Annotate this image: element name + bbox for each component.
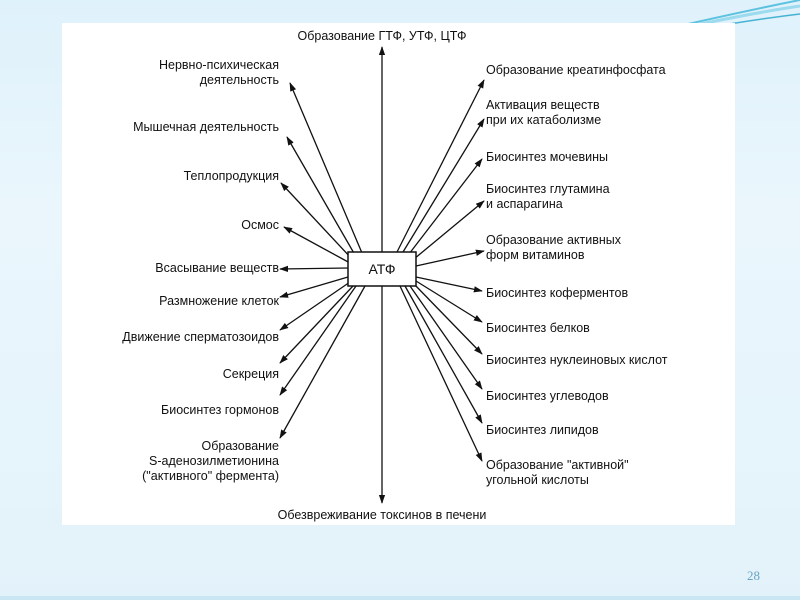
right-label-6: Биосинтез коферментов <box>486 286 628 300</box>
left-arrow-2 <box>286 136 356 256</box>
left-label-1-line-2: деятельность <box>200 73 279 87</box>
right-label-7: Биосинтез белков <box>486 321 590 335</box>
left-label-10-line-1: Образование <box>202 439 280 453</box>
left-arrow-3 <box>280 182 353 260</box>
right-arrow-7 <box>415 280 483 323</box>
top-label: Образование ГТФ, УТФ, ЦТФ <box>298 29 467 43</box>
left-label-6: Размножение клеток <box>159 294 279 308</box>
right-arrow-2 <box>402 118 485 253</box>
left-label-10-line-3: ("активного" фермента) <box>142 469 279 483</box>
left-label-3: Теплопродукция <box>184 169 279 183</box>
left-label-1-line-1: Нервно-психическая <box>159 58 279 72</box>
right-arrow-4 <box>413 200 485 260</box>
right-arrow-6 <box>415 276 483 293</box>
right-label-1: Образование креатинфосфата <box>486 63 666 77</box>
right-arrow-9 <box>409 285 483 390</box>
left-label-5: Всасывание веществ <box>155 261 279 275</box>
left-label-4-line-1: Осмос <box>241 218 279 232</box>
right-arrow-5 <box>415 249 485 267</box>
right-label-2-line-1: Активация веществ <box>486 98 600 112</box>
bottom-label: Обезвреживание токсинов в печени <box>278 508 487 522</box>
right-arrow-11 <box>399 285 483 462</box>
right-label-1-line-1: Образование креатинфосфата <box>486 63 666 77</box>
right-arrow-8 <box>413 283 483 355</box>
right-label-10-line-1: Биосинтез липидов <box>486 423 599 437</box>
left-arrow-5 <box>279 265 349 273</box>
left-label-10-line-2: S-аденозилметионина <box>149 454 279 468</box>
right-label-3-line-1: Биосинтез мочевины <box>486 150 608 164</box>
left-arrow-6 <box>279 276 349 298</box>
center-label: АТФ <box>369 261 396 277</box>
left-label-3-line-1: Теплопродукция <box>184 169 279 183</box>
right-label-11-line-2: угольной кислоты <box>486 473 589 487</box>
left-label-7-line-1: Движение сперматозоидов <box>122 330 279 344</box>
left-label-6-line-1: Размножение клеток <box>159 294 279 308</box>
left-arrow-1 <box>289 82 363 254</box>
right-label-9-line-1: Биосинтез углеводов <box>486 389 609 403</box>
right-label-4-line-1: Биосинтез глутамина <box>486 182 610 196</box>
left-label-2-line-1: Мышечная деятельность <box>133 120 279 134</box>
left-label-8-line-1: Секреция <box>223 367 279 381</box>
right-label-4-line-2: и аспарагина <box>486 197 563 211</box>
right-label-11: Образование "активной"угольной кислоты <box>486 458 629 487</box>
right-label-10: Биосинтез липидов <box>486 423 599 437</box>
arrow-group <box>279 46 485 504</box>
right-arrow-1 <box>396 79 485 253</box>
right-arrow-10 <box>404 285 483 424</box>
right-label-2-line-2: при их катаболизме <box>486 113 601 127</box>
center-box <box>347 251 417 287</box>
right-label-9: Биосинтез углеводов <box>486 389 609 403</box>
right-label-11-line-1: Образование "активной" <box>486 458 629 472</box>
left-label-8: Секреция <box>223 367 279 381</box>
right-label-6-line-1: Биосинтез коферментов <box>486 286 628 300</box>
right-arrow-3 <box>408 158 483 255</box>
left-arrow-9 <box>279 285 357 396</box>
left-label-4: Осмос <box>241 218 279 232</box>
right-label-5-line-2: форм витаминов <box>486 248 585 262</box>
right-label-3: Биосинтез мочевины <box>486 150 608 164</box>
left-label-9-line-1: Биосинтез гормонов <box>161 403 279 417</box>
right-label-8: Биосинтез нуклеиновых кислот <box>486 353 668 367</box>
right-label-5-line-1: Образование активных <box>486 233 622 247</box>
left-label-7: Движение сперматозоидов <box>122 330 279 344</box>
left-label-2: Мышечная деятельность <box>133 120 279 134</box>
left-arrow-4 <box>283 226 351 264</box>
right-label-7-line-1: Биосинтез белков <box>486 321 590 335</box>
right-label-8-line-1: Биосинтез нуклеиновых кислот <box>486 353 668 367</box>
left-arrow-8 <box>279 285 354 364</box>
left-label-9: Биосинтез гормонов <box>161 403 279 417</box>
slide-number: 28 <box>747 568 760 583</box>
left-arrow-7 <box>279 281 351 331</box>
left-arrow-10 <box>279 285 366 439</box>
left-label-5-line-1: Всасывание веществ <box>155 261 279 275</box>
